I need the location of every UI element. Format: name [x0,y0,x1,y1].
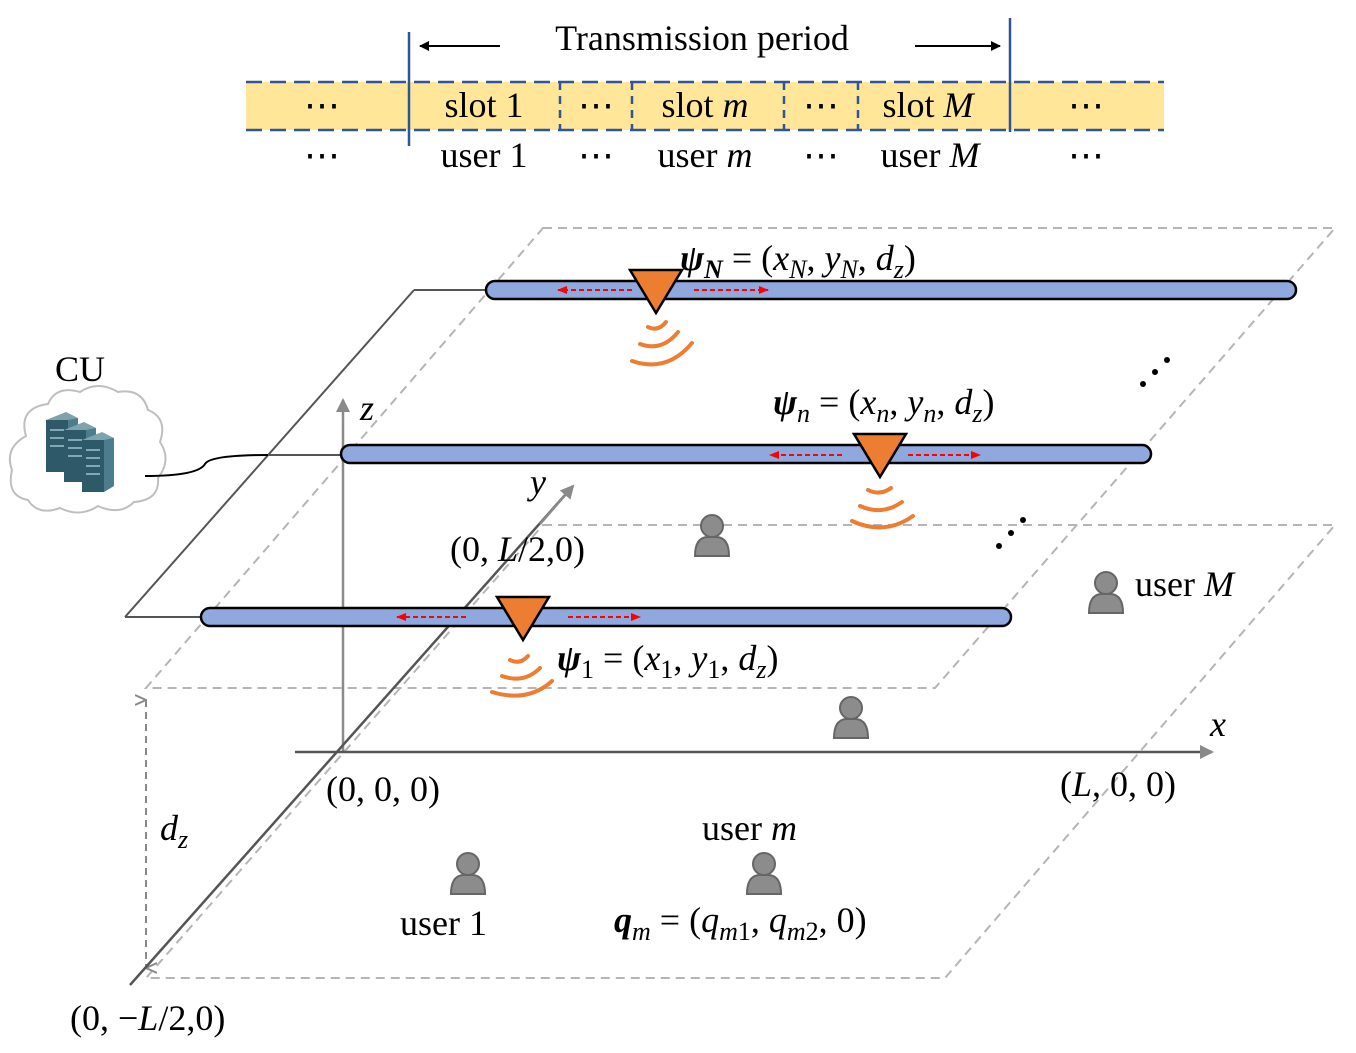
waveguide-n [339,443,1153,465]
psi-1-label: ψ1 = (x1, y1, dz) [557,638,778,684]
axes [129,398,1214,986]
ybottom-coordinate: (0, −L/2,0) [70,998,225,1038]
user-slot-M: user M [881,135,982,175]
signal-N-icon [630,320,694,367]
z-axis-label: z [359,388,374,428]
planes [143,227,1338,979]
user-icon-1 [450,852,486,895]
antenna-1 [490,595,554,698]
user-icon-top [694,514,730,557]
antenna-plane [143,227,1338,689]
antenna-1-icon [494,595,552,643]
signal-1-icon [490,654,554,698]
signal-n-icon [850,486,915,530]
xend-coordinate: (L, 0, 0) [1060,764,1176,804]
antenna-n-icon [851,432,909,480]
waveguide-1 [199,606,1013,628]
slot-1: slot 1 [444,85,523,125]
user-M-label: user M [1135,564,1236,604]
slot-ellipsis-1: ⋯ [578,85,614,125]
cu-label: CU [55,349,105,389]
cu-cloud-icon [8,385,167,514]
waveguide-ellipsis [996,357,1170,549]
movement-arrows [396,286,981,621]
user-icon-mid [833,696,869,739]
user-ellipsis-right: ⋯ [1068,135,1104,175]
cu-cable [144,454,269,477]
slot-ellipsis-left: ⋯ [304,85,340,125]
antenna-N [627,268,694,367]
y-axis-label: y [527,462,546,502]
user-slot-m: user m [658,135,753,175]
user-ellipsis-left: ⋯ [304,135,340,175]
antenna-n [850,432,915,530]
user-m-label: user m [702,808,797,848]
ground-plane [143,524,1338,979]
x-axis-label: x [1209,704,1226,744]
antenna-N-icon [627,268,685,316]
user-ellipsis-1: ⋯ [578,135,614,175]
y-axis [129,485,574,986]
slot-M: slot M [882,85,975,125]
timeline-title: Transmission period [555,18,849,58]
server-icon [46,412,114,492]
user-icon-m [746,852,782,895]
slot-m: slot m [661,85,748,125]
psi-n-label: ψn = (xn, yn, dz) [773,382,994,428]
ytop-coordinate: (0, L/2,0) [450,529,585,569]
slot-ellipsis-2: ⋯ [803,85,839,125]
waveguide-N [484,279,1298,301]
slot-ellipsis-right: ⋯ [1068,85,1104,125]
timeline: Transmission period ⋯ slot 1 ⋯ slot m ⋯ … [246,18,1164,175]
origin-coordinate: (0, 0, 0) [326,769,440,809]
user-icon-M [1088,571,1124,614]
waveguides [199,279,1298,628]
user-1-label: user 1 [400,903,487,943]
feed-structure [124,289,488,618]
height-label: dz [160,808,188,854]
user-ellipsis-2: ⋯ [803,135,839,175]
user-slot-1: user 1 [441,135,528,175]
qm-label: qm = (qm1, qm2, 0) [614,900,867,946]
psi-N-label: ψN = (xN, yN, dz) [680,238,916,284]
